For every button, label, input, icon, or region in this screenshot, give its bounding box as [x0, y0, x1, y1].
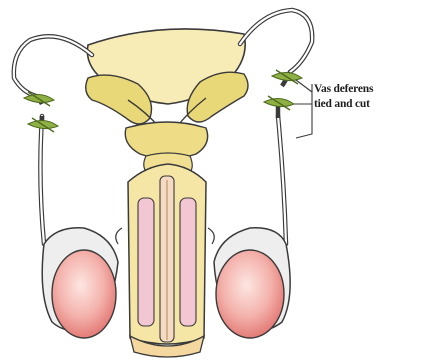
left-testis	[52, 250, 116, 338]
vas-deferens-label-line2: tied and cut	[314, 97, 430, 112]
left-corpus-cavernosum	[138, 198, 154, 326]
scrotum-right-fold	[208, 228, 214, 244]
callout-line	[294, 80, 312, 138]
vas-deferens-label: Vas deferens tied and cut	[314, 82, 430, 112]
right-corpus-cavernosum	[180, 198, 196, 326]
scrotum-left-fold	[116, 228, 122, 244]
right-testis	[216, 250, 284, 338]
vas-deferens-label-line1: Vas deferens	[314, 82, 430, 97]
right-vas-deferens-upper-core	[240, 10, 312, 72]
